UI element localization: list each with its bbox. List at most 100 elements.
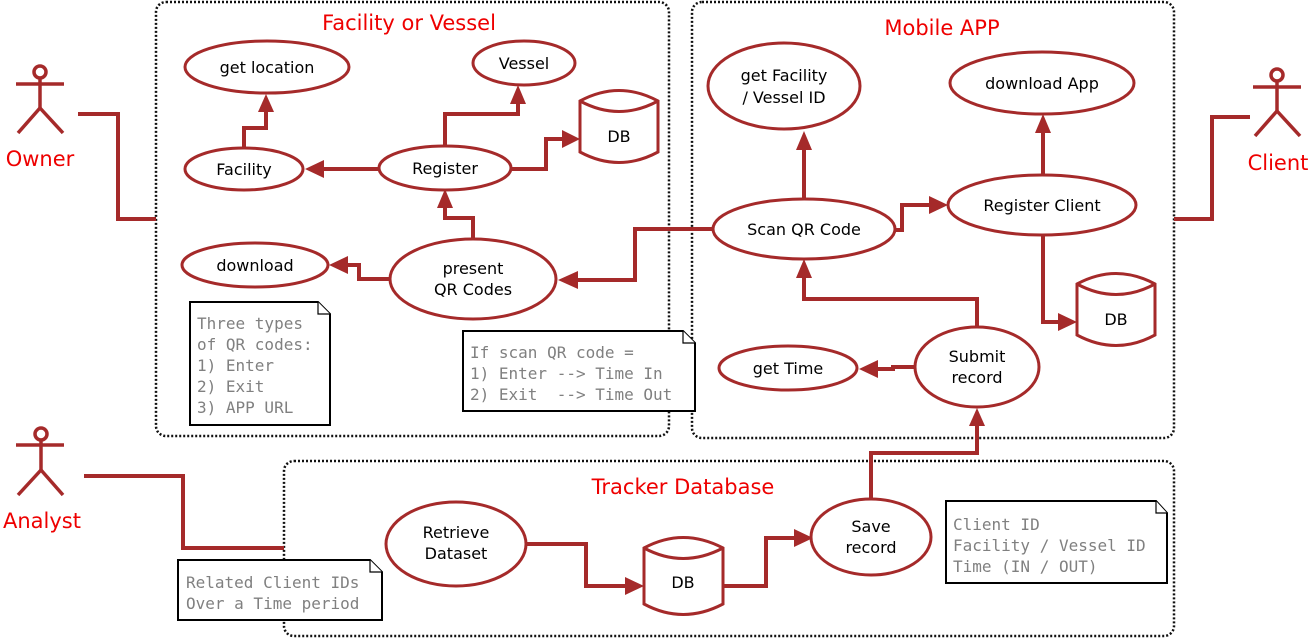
node-get-location[interactable]: get location bbox=[183, 39, 351, 95]
node-db-facility[interactable]: DB bbox=[578, 89, 660, 164]
edge-db-to-save-record bbox=[723, 536, 795, 588]
node-get-time[interactable]: get Time bbox=[717, 344, 859, 392]
actor-owner[interactable]: Owner bbox=[6, 64, 75, 171]
node-vessel[interactable]: Vessel bbox=[471, 39, 577, 87]
stick-figure-icon bbox=[16, 64, 65, 135]
note-box bbox=[462, 330, 696, 412]
node-label: DB bbox=[671, 573, 694, 592]
use-case-ellipse bbox=[706, 41, 862, 131]
node-label: Scan QR Code bbox=[747, 220, 861, 239]
node-scan-qr-code[interactable]: Scan QR Code bbox=[711, 197, 897, 261]
note-fold bbox=[1155, 501, 1167, 514]
node-register[interactable]: Register bbox=[377, 144, 513, 192]
use-case-ellipse bbox=[948, 50, 1136, 116]
edge-scan-qr-to-present-qr bbox=[576, 227, 713, 282]
node-label-line-2: record bbox=[845, 538, 896, 557]
note-box bbox=[945, 500, 1168, 584]
note-fold bbox=[317, 302, 330, 315]
node-download[interactable]: download bbox=[180, 241, 330, 289]
use-case-ellipse bbox=[388, 237, 558, 321]
arrowhead bbox=[794, 529, 813, 547]
use-case-ellipse bbox=[471, 39, 577, 87]
node-retrieve-dataset[interactable]: Retrieve Dataset bbox=[384, 500, 528, 588]
frame-title: Tracker Database bbox=[591, 475, 775, 499]
note-line: Three types bbox=[197, 314, 303, 333]
node-db-tracker[interactable]: DB bbox=[642, 536, 725, 616]
node-label-line-2: / Vessel ID bbox=[742, 88, 825, 107]
note-line: Over a Time period bbox=[186, 594, 359, 613]
arrowhead bbox=[1035, 114, 1051, 133]
client-association bbox=[1174, 115, 1250, 221]
edge-save-record-to-submit bbox=[869, 424, 979, 500]
node-label-line-1: Retrieve bbox=[423, 523, 490, 542]
arrowhead bbox=[796, 131, 812, 150]
use-case-ellipse bbox=[946, 173, 1138, 237]
arrowhead bbox=[510, 85, 526, 104]
arrowhead bbox=[258, 94, 274, 112]
note-line: Related Client IDs bbox=[186, 573, 359, 592]
note-fold bbox=[682, 331, 695, 344]
edge-present-qr-to-register bbox=[443, 204, 475, 245]
database-rim bbox=[1076, 282, 1156, 296]
node-present-qr-codes[interactable]: present QR Codes bbox=[388, 237, 558, 321]
edge-scan-qr-to-register-client bbox=[896, 203, 932, 232]
frame-title: Mobile APP bbox=[884, 16, 999, 40]
actor-label: Analyst bbox=[3, 509, 81, 533]
arrowhead bbox=[625, 577, 644, 595]
edge-submit-to-scan-qr bbox=[802, 276, 979, 327]
edge-register-to-vessel bbox=[443, 100, 520, 147]
edges-mobile bbox=[796, 114, 1077, 500]
note-line: 1) Enter bbox=[197, 356, 274, 375]
edge-register-client-to-db bbox=[1041, 234, 1060, 324]
node-label-line-1: Submit bbox=[949, 347, 1006, 366]
actor-client[interactable]: Client bbox=[1248, 67, 1309, 175]
note-line: Time (IN / OUT) bbox=[953, 557, 1098, 576]
node-label-line-2: QR Codes bbox=[434, 280, 512, 299]
note-line: If scan QR code = bbox=[470, 343, 634, 362]
edges-tracker bbox=[527, 529, 813, 595]
owner-association bbox=[78, 112, 156, 221]
node-facility[interactable]: Facility bbox=[183, 146, 305, 192]
note-qr-types: Three types of QR codes: 1) Enter 2) Exi… bbox=[189, 301, 331, 426]
node-db-mobile[interactable]: DB bbox=[1075, 272, 1157, 347]
node-label: download bbox=[216, 256, 293, 275]
node-submit-record[interactable]: Submit record bbox=[913, 325, 1041, 409]
note-scan-rules: If scan QR code = 1) Enter --> Time In 2… bbox=[462, 330, 696, 412]
use-case-ellipse bbox=[180, 241, 330, 289]
node-label: get Time bbox=[753, 359, 824, 378]
arrowhead bbox=[1058, 313, 1077, 331]
node-download-app[interactable]: download App bbox=[948, 50, 1136, 116]
actor-label: Owner bbox=[6, 147, 75, 171]
note-fold bbox=[369, 560, 382, 573]
arrowhead bbox=[329, 256, 348, 274]
use-case-ellipse bbox=[183, 146, 305, 192]
edge-retrieve-to-db bbox=[527, 542, 626, 588]
database-rim bbox=[579, 99, 659, 113]
node-label: DB bbox=[1104, 310, 1127, 329]
node-label-line-2: record bbox=[951, 368, 1002, 387]
use-case-ellipse bbox=[717, 344, 859, 392]
arrowhead bbox=[558, 271, 578, 289]
note-line: Facility / Vessel ID bbox=[953, 536, 1146, 555]
use-case-ellipse bbox=[183, 39, 351, 95]
node-label: Register bbox=[412, 159, 478, 178]
arrowhead bbox=[859, 360, 878, 378]
note-line: Client ID bbox=[953, 515, 1040, 534]
frame-tracker-database: Tracker Database bbox=[282, 459, 1176, 638]
edges-facility bbox=[242, 85, 713, 289]
node-label-line-1: get Facility bbox=[741, 66, 828, 85]
arrowhead bbox=[929, 196, 948, 214]
edge-register-to-db bbox=[511, 137, 565, 171]
frame-title: Facility or Vessel bbox=[322, 11, 496, 35]
arrowhead bbox=[305, 160, 324, 178]
node-label: Register Client bbox=[983, 196, 1100, 215]
node-label: Facility bbox=[216, 160, 271, 179]
node-register-client[interactable]: Register Client bbox=[946, 173, 1138, 237]
node-save-record[interactable]: Save record bbox=[809, 497, 933, 577]
note-line: 2) Exit bbox=[197, 377, 264, 396]
note-box bbox=[189, 301, 331, 426]
actor-analyst[interactable]: Analyst bbox=[3, 426, 81, 533]
actor-label: Client bbox=[1248, 151, 1309, 175]
node-label: Vessel bbox=[499, 54, 550, 73]
node-get-facility-vessel-id[interactable]: get Facility / Vessel ID bbox=[706, 41, 862, 131]
